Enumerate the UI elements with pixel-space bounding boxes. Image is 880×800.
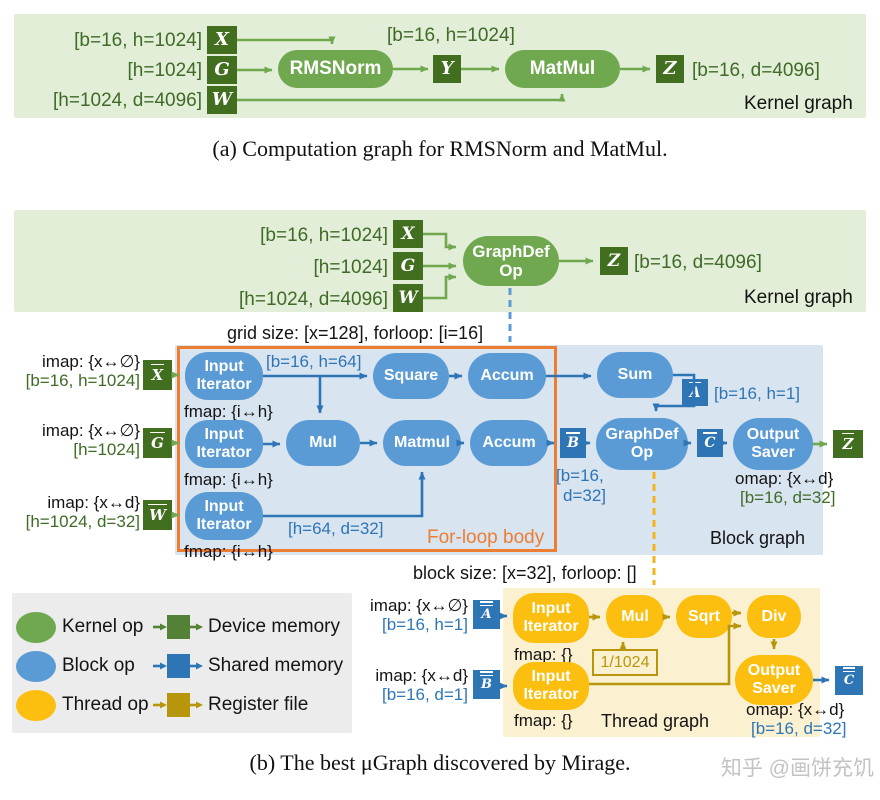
block-out-dims: [b=16, d=32] [740, 488, 836, 507]
tensor-g-dims: [h=1024] [127, 60, 203, 81]
thread-in1-dims: [b=16, h=1] [381, 615, 468, 634]
fmap-4-label: fmap: {} [514, 645, 573, 664]
edge-dims-h64-d32: [h=64, d=32] [288, 519, 384, 538]
matmul-op-node: MatMul [505, 50, 620, 88]
fmap-2-label: fmap: {i↔h} [184, 470, 273, 489]
tensor-b-dbar-box: B [473, 670, 500, 699]
tensor-w-dims: [h=1024, d=4096] [53, 90, 202, 111]
tensor-c-dbar-box: C [835, 666, 863, 695]
b-tensor-z-dims: [b=16, d=4096] [634, 252, 762, 273]
block-op-legend-label: Block op [62, 655, 135, 676]
tensor-z-dims: [b=16, d=4096] [692, 60, 820, 81]
matmul-block-op-node: Matmul [383, 420, 461, 466]
tensor-b-bar-dims-line2: d=32] [563, 486, 607, 505]
mul-op-node: Mul [286, 420, 360, 466]
block-in1-imap: imap: {x↔∅} [42, 352, 140, 371]
thread-omap-label: omap: {x↔d} [746, 700, 845, 719]
fmap-5-label: fmap: {} [514, 711, 573, 730]
shared-memory-legend-label: Shared memory [208, 655, 344, 676]
thread-op-legend-icon [16, 690, 56, 721]
fmap-3-label: fmap: {i↔h} [184, 542, 273, 561]
block-size-title: block size: [x=32], forloop: [] [413, 563, 637, 583]
tensor-x-device-box: X [207, 26, 237, 54]
block-omap-label: omap: {x↔d} [735, 469, 834, 488]
tensor-b-bar-shared-box: B [560, 428, 586, 458]
tensor-w-bar-box: W [143, 500, 172, 530]
block-in1-dims: [b=16, h=1024] [25, 371, 140, 390]
device-memory-legend-label: Device memory [208, 616, 340, 637]
b-tensor-g-device-box: G [393, 252, 423, 280]
block-in3-imap: imap: {x↔d} [47, 493, 140, 512]
b-tensor-g-dims: [h=1024] [313, 257, 389, 278]
tensor-x-dims: [b=16, h=1024] [74, 30, 202, 51]
accum-2-node: Accum [470, 420, 548, 466]
tensor-z-bar-box: Z [833, 430, 863, 458]
thread-graph-tag: Thread graph [601, 711, 710, 731]
block-in2-dims: [h=1024] [73, 440, 140, 459]
b-tensor-x-dims: [b=16, h=1024] [260, 225, 388, 246]
b-tensor-w-device-box: W [393, 284, 423, 312]
tensor-z-device-box: Z [656, 55, 684, 83]
block-in2-imap: imap: {x↔∅} [42, 421, 140, 440]
tensor-g-bar-box: G [143, 428, 172, 458]
tensor-x-bar-box: X [143, 360, 172, 390]
edge-dims-b16-h64: [b=16, h=64] [266, 352, 362, 371]
block-op-legend-icon [16, 651, 56, 682]
thread-out-dims: [b=16, d=32] [751, 719, 847, 738]
tensor-y-device-box: Y [433, 55, 461, 83]
register-file-legend-label: Register file [208, 694, 309, 715]
kernel-op-legend-icon [16, 612, 56, 643]
b-tensor-x-device-box: X [393, 220, 423, 248]
fmap-1-label: fmap: {i↔h} [184, 402, 273, 421]
tensor-a-bar-dims: [b=16, h=1] [714, 384, 801, 403]
for-loop-body-tag: For-loop body [427, 527, 545, 548]
block-in3-dims: [h=1024, d=32] [25, 512, 140, 531]
rmsnorm-op-node: RMSNorm [278, 50, 393, 88]
thread-in1-imap: imap: {x↔∅} [370, 596, 468, 615]
block-graph-tag: Block graph [710, 528, 806, 548]
kernel-graph-a-tag: Kernel graph [744, 93, 853, 114]
b-tensor-z-device-box: Z [600, 247, 628, 275]
watermark: 知乎 @画饼充饥 [720, 757, 874, 780]
div-op-node: Div [747, 595, 801, 638]
tensor-b-bar-dims-line1: [b=16, [556, 466, 604, 485]
tensor-w-device-box: W [207, 86, 237, 114]
tensor-y-dims: [b=16, h=1024] [387, 25, 515, 46]
thread-in2-imap: imap: {x↔d} [375, 666, 468, 685]
thread-op-legend-label: Thread op [62, 694, 149, 715]
grid-size-title: grid size: [x=128], forloop: [i=16] [227, 323, 484, 343]
for-loop-body-box [177, 346, 557, 552]
square-op-node: Square [373, 353, 449, 399]
accum-1-node: Accum [468, 353, 546, 399]
caption-a: (a) Computation graph for RMSNorm and Ma… [212, 136, 668, 161]
b-tensor-w-dims: [h=1024, d=4096] [239, 289, 388, 310]
kernel-op-legend-label: Kernel op [62, 616, 144, 637]
tensor-a-dbar-box: A [473, 600, 500, 629]
caption-b: (b) The best μGraph discovered by Mirage… [249, 750, 631, 775]
tensor-g-device-box: G [207, 56, 237, 84]
thread-in2-dims: [b=16, d=1] [381, 685, 468, 704]
kernel-graph-b-tag: Kernel graph [744, 287, 853, 308]
tensor-c-bar-shared-box: C [697, 429, 723, 457]
